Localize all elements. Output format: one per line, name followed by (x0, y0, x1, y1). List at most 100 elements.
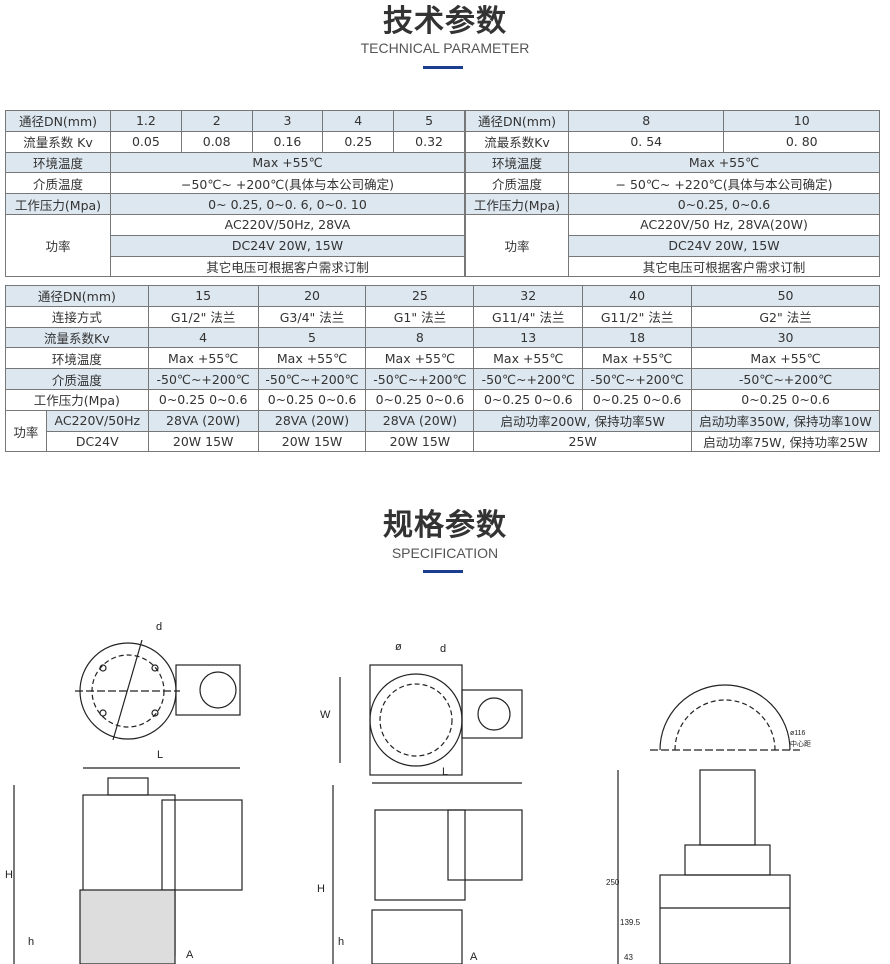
table-cell: 0~0.25, 0~0.6 (568, 193, 880, 215)
table-cell: 0.16 (251, 130, 324, 153)
table-cell: 1.2 (110, 110, 182, 132)
table-cell: DC24V 20W, 15W (110, 234, 465, 257)
table-cell: 18 (582, 326, 693, 349)
table-cell: 0.05 (110, 130, 182, 153)
title-underline (423, 570, 463, 573)
table-cell: G1/2" 法兰 (147, 305, 259, 328)
svg-text:ø: ø (395, 641, 402, 653)
svg-text:d: d (156, 621, 162, 633)
table-cell: 40 (582, 285, 693, 307)
table-cell: 50 (691, 285, 880, 307)
table-cell: 13 (473, 326, 584, 349)
table-cell: 20W 15W (147, 430, 259, 453)
table-cell: 介质温度 (465, 172, 569, 195)
table-cell: G11/2" 法兰 (582, 305, 693, 328)
table-cell: -50℃~+200℃ (473, 368, 584, 390)
table-cell: 启动功率200W, 保持功率5W (473, 409, 693, 432)
table-cell: AC220V/50Hz (45, 409, 149, 432)
svg-text:H: H (5, 869, 13, 881)
table-cell: AC220V/50 Hz, 28VA(20W) (568, 213, 880, 236)
table-cell: Max +55℃ (110, 151, 465, 174)
table-cell: 其它电压可根据客户需求订制 (110, 255, 465, 278)
drawing-round-flange-valve (13, 639, 243, 964)
table-cell: 环境温度 (5, 347, 149, 370)
table-cell: 30 (691, 326, 880, 349)
table-cell: 通径DN(mm) (5, 285, 149, 307)
table-cell: 启动功率75W, 保持功率25W (691, 430, 880, 453)
table-cell: 0.32 (393, 130, 465, 153)
svg-text:h: h (28, 936, 34, 948)
table-cell: Max +55℃ (257, 347, 367, 370)
svg-text:ø116: ø116 (790, 730, 806, 737)
table-cell: 0~0.25 0~0.6 (473, 388, 584, 411)
table-row: DC24V 20W, 15W (5, 234, 465, 257)
table-cell: 0~0.25 0~0.6 (582, 388, 693, 411)
table-cell: 流最系数Kv (465, 130, 569, 153)
table-cell: 环境温度 (5, 151, 111, 174)
table-cell: -50℃~+200℃ (147, 368, 259, 390)
table-cell: − 50℃~ +220℃(具体与本公司确定) (568, 172, 880, 195)
table-cell: 10 (723, 110, 880, 132)
table-row: 工作压力(Mpa)0~0.25, 0~0.6 (465, 193, 880, 215)
svg-text:W: W (320, 709, 331, 721)
table-cell: 介质温度 (5, 368, 149, 390)
table-cell: 20W 15W (365, 430, 475, 453)
table-cell: -50℃~+200℃ (365, 368, 475, 390)
table-cell: Max +55℃ (568, 151, 880, 174)
table-cell: 其它电压可根据客户需求订制 (568, 255, 880, 278)
table-cell: 功率 (5, 409, 47, 453)
table-cell: 0~ 0.25, 0~0. 6, 0~0. 10 (110, 193, 465, 215)
table-cell: 28VA (20W) (365, 409, 475, 432)
table-cell: G3/4" 法兰 (257, 305, 367, 328)
table-cell: 28VA (20W) (257, 409, 367, 432)
table-cell: 流量系数Kv (5, 326, 149, 349)
table-cell: 32 (473, 285, 584, 307)
table-cell: AC220V/50Hz, 28VA (110, 213, 465, 236)
svg-text:L: L (157, 749, 163, 761)
table-cell: 25 (365, 285, 475, 307)
svg-text:h: h (338, 936, 344, 948)
dimension-drawings: d L H h A ø d W L H h A ø116 中心距 250 139… (5, 621, 811, 964)
table-cell: 28VA (20W) (147, 409, 259, 432)
table-cell: 8 (365, 326, 475, 349)
dimension-labels: d L H h A ø d W L H h A ø116 中心距 250 139… (5, 621, 811, 963)
table-cell: 通径DN(mm) (5, 110, 111, 132)
section-title-specification: 规格参数 (383, 508, 507, 543)
table-cell: Max +55℃ (473, 347, 584, 370)
table-cell: DC24V (45, 430, 149, 453)
table-row: 介质温度− 50℃~ +220℃(具体与本公司确定) (465, 172, 880, 195)
table-cell: 功率 (5, 213, 111, 278)
table-cell: −50℃~ +200℃(具体与本公司确定) (110, 172, 465, 195)
table-row: 工作压力(Mpa)0~ 0.25, 0~0. 6, 0~0. 10 (5, 193, 465, 215)
svg-text:43: 43 (624, 953, 633, 962)
table-cell: 25W (473, 430, 693, 453)
table-cell: 0. 80 (723, 130, 880, 153)
table-cell: 环境温度 (465, 151, 569, 174)
drawing-large-valve (617, 684, 800, 964)
table-cell: 15 (147, 285, 259, 307)
table-cell: Max +55℃ (691, 347, 880, 370)
table-row: 介质温度−50℃~ +200℃(具体与本公司确定) (5, 172, 465, 195)
svg-text:中心距: 中心距 (790, 739, 811, 748)
table-cell: G11/4" 法兰 (473, 305, 584, 328)
svg-text:A: A (186, 949, 194, 961)
table-cell: 0.08 (180, 130, 253, 153)
section-subtitle-technical: TECHNICAL PARAMETER (360, 40, 530, 56)
table-cell: 功率 (465, 213, 569, 278)
table-cell: 介质温度 (5, 172, 111, 195)
table-cell: 5 (393, 110, 465, 132)
table-cell: -50℃~+200℃ (257, 368, 367, 390)
table-cell: 工作压力(Mpa) (5, 388, 149, 411)
table-cell: DC24V 20W, 15W (568, 234, 880, 257)
table-cell: 通径DN(mm) (465, 110, 569, 132)
